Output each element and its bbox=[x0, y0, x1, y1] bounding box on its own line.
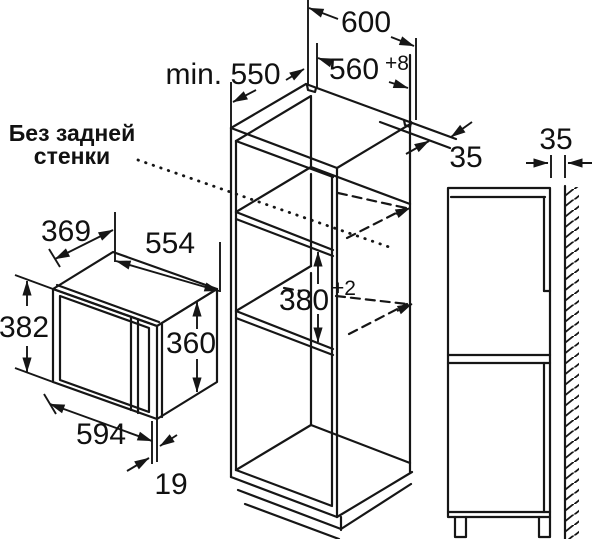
dim-label-niche-width-tolerance: +8 bbox=[385, 52, 409, 75]
microwave-dimensions bbox=[14, 212, 221, 472]
wall-hatching bbox=[563, 184, 579, 539]
back-opening-arrows bbox=[282, 191, 413, 336]
side-view-drawing bbox=[446, 186, 552, 539]
dim-label-door-protrusion: 19 bbox=[154, 468, 187, 501]
dim-label-cabinet-width: 600 bbox=[341, 6, 391, 39]
no-back-wall-leader-line bbox=[136, 158, 394, 250]
dim-label-top-frame-thickness: 35 bbox=[449, 141, 482, 174]
no-back-wall-label-line1: Без задней bbox=[9, 120, 136, 146]
dim-label-niche-width: 560 bbox=[329, 53, 379, 86]
dim-label-niche-height: 380 bbox=[279, 284, 329, 317]
dim-label-appliance-front-width: 594 bbox=[76, 418, 126, 451]
cabinet-dimensions bbox=[230, 0, 473, 343]
no-back-wall-label-line2: стенки bbox=[34, 143, 110, 169]
cabinet-drawing bbox=[229, 53, 458, 539]
dim-label-wall-clearance: 35 bbox=[539, 123, 572, 156]
dim-label-appliance-width: 554 bbox=[145, 227, 195, 260]
dim-label-niche-height-tolerance: +2 bbox=[332, 277, 356, 300]
dim-label-appliance-height: 382 bbox=[0, 311, 49, 344]
dim-label-appliance-body-height: 360 bbox=[166, 327, 216, 360]
dim-label-appliance-depth: 369 bbox=[41, 215, 91, 248]
wall-clearance-dimension bbox=[526, 155, 592, 178]
dim-label-cabinet-depth: min. 550 bbox=[165, 58, 280, 91]
